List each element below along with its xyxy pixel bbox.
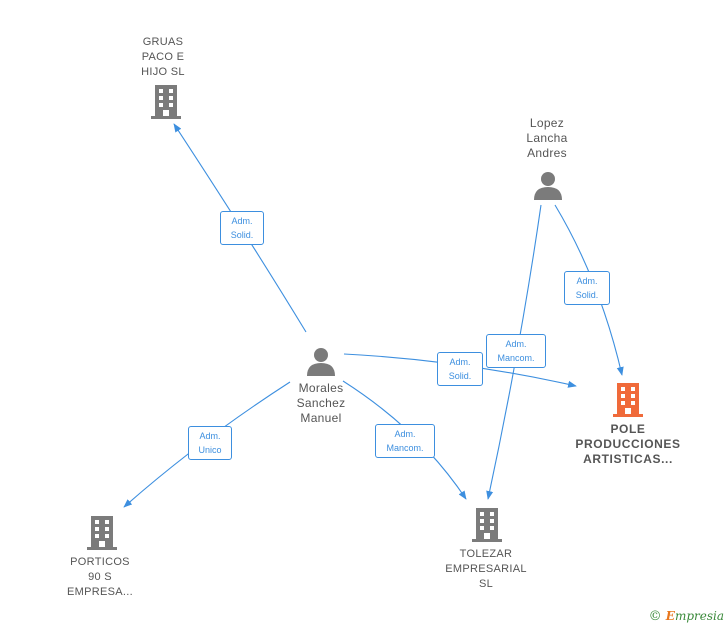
person-label-lopez[interactable]: Lopez Lancha Andres xyxy=(526,116,568,160)
building-icon[interactable] xyxy=(471,508,503,542)
edge-label-adm-solid[interactable]: Adm. Solid. xyxy=(437,352,483,386)
company-label-gruas[interactable]: GRUAS PACO E HIJO SL xyxy=(141,36,185,78)
company-label-pole[interactable]: POLE PRODUCCIONES ARTISTICAS... xyxy=(575,422,681,466)
brand-initial: E xyxy=(665,609,675,623)
company-label-tolezar[interactable]: TOLEZAR EMPRESARIAL SL xyxy=(445,548,527,590)
edge-label-adm-solid[interactable]: Adm. Solid. xyxy=(564,271,610,305)
building-icon[interactable] xyxy=(150,85,182,119)
copyright-notice: © Empresia xyxy=(649,609,724,624)
person-icon[interactable] xyxy=(533,170,563,200)
edge-label-adm-mancom[interactable]: Adm. Mancom. xyxy=(375,424,435,458)
building-icon[interactable] xyxy=(86,516,118,550)
edge-label-adm-solid[interactable]: Adm. Solid. xyxy=(220,211,264,245)
brand-logo[interactable]: Empresia xyxy=(666,609,724,623)
edge-label-adm-mancom[interactable]: Adm. Mancom. xyxy=(486,334,546,368)
brand-rest: mpresia xyxy=(674,609,724,623)
edge-label-adm-unico[interactable]: Adm. Unico xyxy=(188,426,232,460)
person-icon[interactable] xyxy=(306,346,336,376)
person-label-morales[interactable]: Morales Sanchez Manuel xyxy=(296,381,346,425)
company-label-porticos[interactable]: PORTICOS 90 S EMPRESA... xyxy=(67,556,133,598)
building-icon[interactable] xyxy=(612,383,644,417)
copyright-symbol: © xyxy=(648,609,662,624)
